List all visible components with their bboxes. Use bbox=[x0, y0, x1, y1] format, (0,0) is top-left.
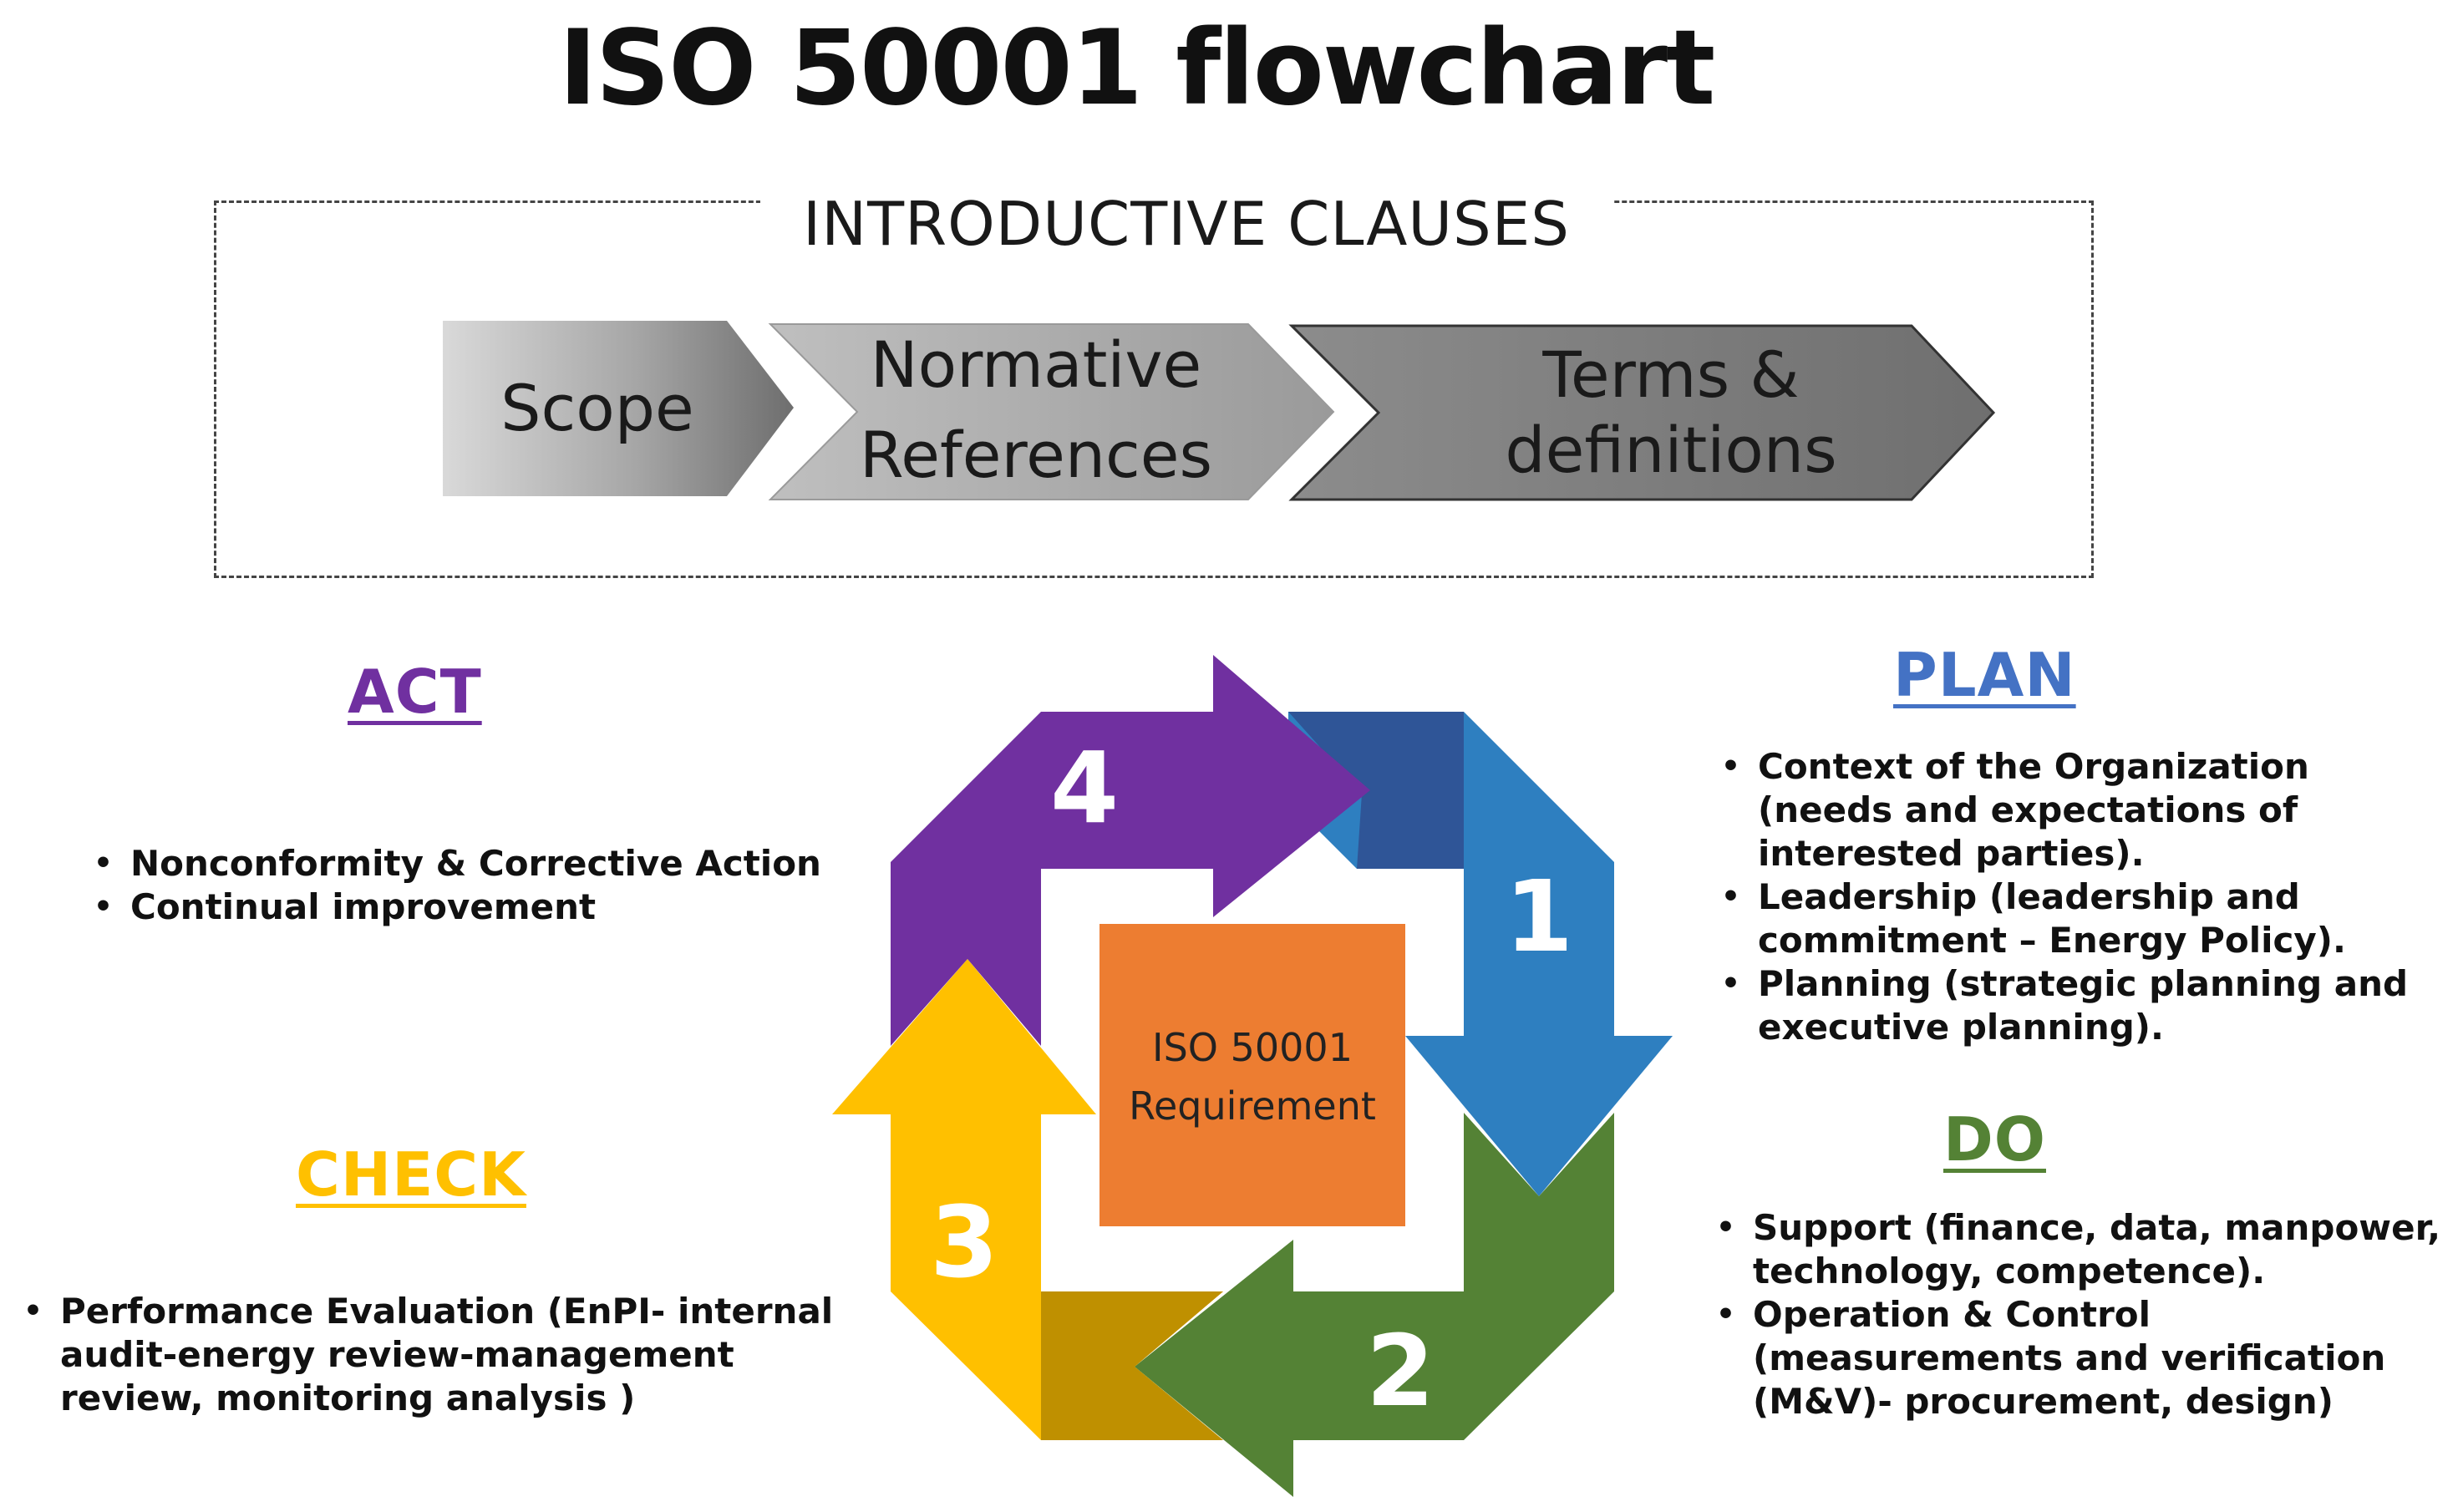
chevron-label-terms-definitions: Terms & definitions bbox=[1505, 337, 1837, 487]
do-heading: DO bbox=[1943, 1104, 2046, 1175]
list-item: Support (finance, data, manpower, techno… bbox=[1709, 1206, 2445, 1293]
list-item: Planning (strategic planning and executi… bbox=[1714, 962, 2450, 1049]
act-heading: ACT bbox=[348, 657, 482, 727]
list-item: Operation & Control (measurements and ve… bbox=[1709, 1293, 2445, 1423]
chevron-terms-definitions bbox=[1288, 324, 1996, 501]
center-label-line-2: Requirement bbox=[1129, 1083, 1376, 1129]
check-list: Performance Evaluation (EnPI- internal a… bbox=[17, 1290, 886, 1420]
chevron-normative-references bbox=[768, 323, 1335, 500]
do-arrow bbox=[1135, 1113, 1614, 1497]
act-list: Nonconformity & Corrective Action Contin… bbox=[87, 842, 889, 929]
do-list: Support (finance, data, manpower, techno… bbox=[1709, 1206, 2445, 1423]
plan-arrow-shadow bbox=[1288, 712, 1464, 869]
center-label-line-1: ISO 50001 bbox=[1152, 1025, 1353, 1070]
list-item: Leadership (leadership and commitment – … bbox=[1714, 875, 2450, 962]
page-title: ISO 50001 flowchart bbox=[558, 8, 1716, 129]
list-item: Context of the Organization (needs and e… bbox=[1714, 745, 2450, 875]
chevron-label-scope: Scope bbox=[500, 371, 694, 445]
step-number-1: 1 bbox=[1505, 859, 1573, 974]
introductive-clauses-heading: INTRODUCTIVE CLAUSES bbox=[760, 182, 1612, 266]
plan-heading: PLAN bbox=[1893, 640, 2076, 710]
step-number-4: 4 bbox=[1050, 730, 1119, 845]
center-requirement-box bbox=[1099, 924, 1405, 1226]
step-number-3: 3 bbox=[930, 1185, 998, 1300]
step-number-2: 2 bbox=[1366, 1313, 1435, 1428]
list-item: Nonconformity & Corrective Action bbox=[87, 842, 889, 885]
list-item: Performance Evaluation (EnPI- internal a… bbox=[17, 1290, 886, 1420]
check-heading: CHECK bbox=[296, 1139, 526, 1210]
chevron-scope bbox=[443, 321, 794, 496]
check-arrow-shadow bbox=[1041, 1291, 1223, 1440]
plan-list: Context of the Organization (needs and e… bbox=[1714, 745, 2450, 1049]
list-item: Continual improvement bbox=[87, 885, 889, 929]
act-arrow bbox=[891, 655, 1370, 1046]
